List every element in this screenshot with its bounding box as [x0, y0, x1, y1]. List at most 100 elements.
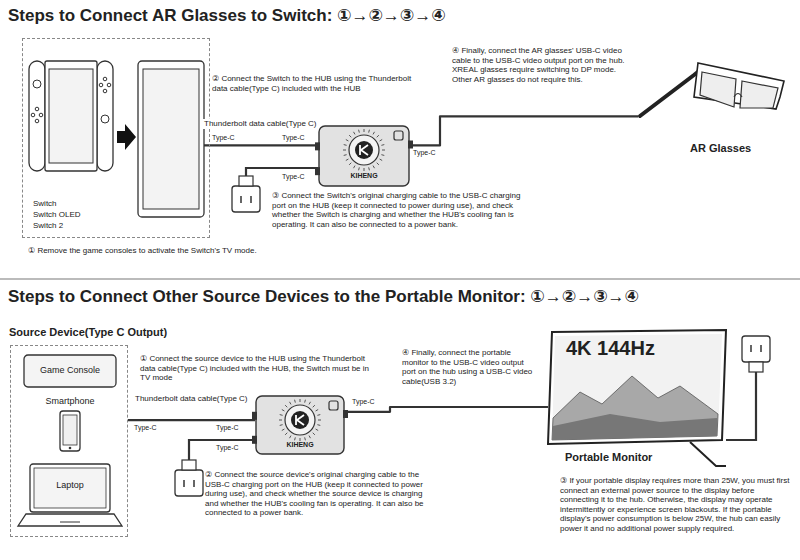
- hub-body: [256, 396, 344, 454]
- fan-vent: [313, 433, 315, 435]
- port-label: Type-C: [212, 134, 235, 142]
- usb-c-port: [252, 412, 257, 420]
- wall-outlet: [726, 336, 770, 440]
- fan-vent: [282, 410, 285, 412]
- outlet-slot: [193, 480, 195, 487]
- fan-ring: [285, 405, 315, 435]
- cable-connector: [345, 407, 548, 412]
- device-node: Smartphone: [36, 396, 104, 456]
- displayport-icon: [329, 401, 338, 410]
- usb-c-port: [343, 410, 348, 418]
- fan-vent: [346, 140, 349, 142]
- glasses-frame: [694, 63, 784, 109]
- lake-image: [552, 414, 717, 440]
- device-label: 4K 144Hz: [566, 336, 655, 360]
- monitor-screen: [552, 334, 722, 440]
- dpad-button: [35, 119, 39, 123]
- console-screen: [49, 69, 93, 163]
- face-button: [103, 89, 107, 93]
- device-label: Smartphone: [36, 396, 104, 407]
- device-node: KIHENG: [255, 395, 345, 455]
- step-note: ④ Finally, connect the portable monitor …: [402, 348, 534, 386]
- fan-vent: [280, 414, 283, 416]
- device-illustration: [16, 462, 124, 532]
- device-node: 4K 144HzPortable Monitor: [540, 330, 730, 470]
- charging-cable: [189, 440, 255, 460]
- port-label: Type-C: [134, 424, 157, 432]
- port-label: Type-C: [413, 149, 436, 157]
- fan-vent: [380, 159, 383, 161]
- fan-vent: [343, 150, 346, 151]
- outlet-slot: [183, 480, 185, 487]
- fan-vent: [381, 154, 384, 156]
- device-node: Source Device(Type C Output)Game Console…: [10, 345, 128, 537]
- switch-tablet: [138, 61, 204, 217]
- outlet-slot: [250, 196, 252, 203]
- cable-connector: [410, 116, 638, 145]
- port-label: Type-C: [352, 398, 375, 406]
- port-label: Type-C: [216, 424, 239, 432]
- cable-label: Thunderbolt data cable(Type C): [202, 119, 319, 129]
- fan-vent: [354, 132, 356, 135]
- fan-vent: [316, 410, 319, 412]
- outlet-plate: [175, 470, 203, 496]
- fan-vent: [282, 429, 285, 431]
- console-box: [24, 355, 116, 387]
- cable-connector: [128, 419, 255, 421]
- dpad-button: [31, 113, 35, 117]
- fan-vent: [300, 399, 301, 402]
- fan-vent: [377, 135, 379, 137]
- fan-vent: [285, 433, 287, 435]
- lens: [740, 81, 778, 108]
- outlet-slot: [750, 345, 752, 352]
- mountain-image: [552, 376, 718, 440]
- logo-disc: [291, 411, 309, 429]
- displayport-icon: [394, 131, 403, 140]
- step-note: ④ Finally, connect the AR glasses' USB-C…: [452, 46, 632, 84]
- monitor-stand: [690, 442, 726, 466]
- device-node: SwitchSwitch OLEDSwitch 2: [22, 38, 210, 238]
- fan-vent: [346, 159, 349, 161]
- usb-c-port: [315, 142, 320, 150]
- outlet-slot: [760, 345, 762, 352]
- port-label: Type-C: [282, 173, 305, 181]
- monitor-frame: [548, 330, 726, 444]
- device-node: KIHENG: [318, 125, 410, 187]
- fan-vent: [317, 424, 320, 426]
- step-note: ② Connect the source device's original c…: [205, 470, 435, 518]
- port-label: Type-C: [216, 444, 239, 452]
- phone-screen: [63, 415, 77, 445]
- fan-vent: [354, 166, 356, 169]
- joy-con-left: [29, 61, 45, 171]
- fan-vent: [364, 129, 365, 132]
- joy-con-right: [97, 61, 113, 171]
- usb-c-port: [315, 167, 320, 175]
- fan-vent: [380, 140, 383, 142]
- power-plug: [239, 176, 253, 186]
- device-label: Switch: [33, 199, 57, 209]
- device-label: Laptop: [30, 480, 110, 491]
- fan-vent: [313, 405, 315, 407]
- step-note: ③ Connect the Switch's original charging…: [272, 191, 534, 229]
- dpad-button: [35, 107, 39, 111]
- usb-c-port: [252, 436, 257, 444]
- thumb-stick: [101, 115, 109, 123]
- fan-vent: [368, 167, 370, 170]
- fan-vent: [318, 420, 321, 421]
- hub-body: [319, 126, 409, 186]
- device-label: AR Glasses: [690, 142, 751, 155]
- fan-vent: [344, 154, 347, 156]
- fan-vent: [309, 402, 311, 405]
- face-button: [99, 83, 103, 87]
- trackpad: [60, 522, 80, 523]
- fan-vent: [304, 437, 306, 440]
- section-divider: [0, 278, 800, 280]
- lens: [700, 72, 736, 107]
- thumb-stick: [33, 80, 41, 88]
- device-label: Switch OLED: [33, 210, 81, 220]
- step-arrow: [117, 124, 136, 150]
- fan-vent: [377, 163, 379, 165]
- fan-vent: [349, 135, 351, 137]
- tablet-screen: [143, 69, 199, 209]
